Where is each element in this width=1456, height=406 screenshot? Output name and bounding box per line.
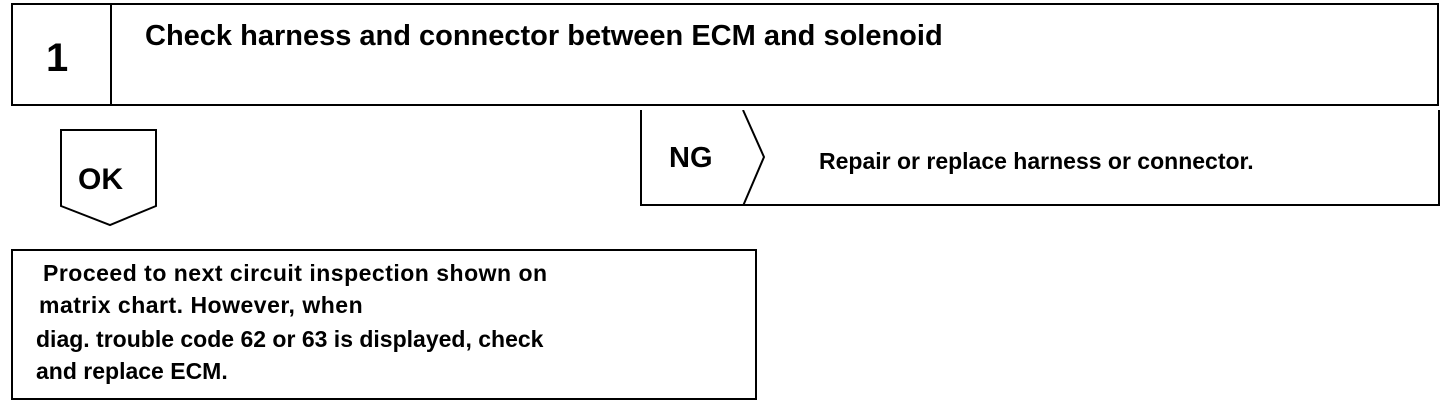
result-line: Proceed to next circuit inspection shown… [43,260,548,286]
step-title: Check harness and connector between ECM … [145,20,943,52]
result-line: matrix chart. However, when [39,292,364,318]
ok-arrow-icon [60,129,157,227]
ng-action-box [640,110,1440,206]
result-line: diag. trouble code 62 or 63 is displayed… [36,326,544,352]
step-number: 1 [46,36,69,80]
ng-label: NG [669,142,713,174]
step-header-box [11,3,1439,106]
ok-result-box [11,249,757,400]
ok-label: OK [78,163,123,196]
ng-arrow-icon [742,110,766,206]
ng-action-text: Repair or replace harness or connector. [819,148,1254,174]
result-line: and replace ECM. [36,358,228,384]
step-number-cell [11,3,112,106]
